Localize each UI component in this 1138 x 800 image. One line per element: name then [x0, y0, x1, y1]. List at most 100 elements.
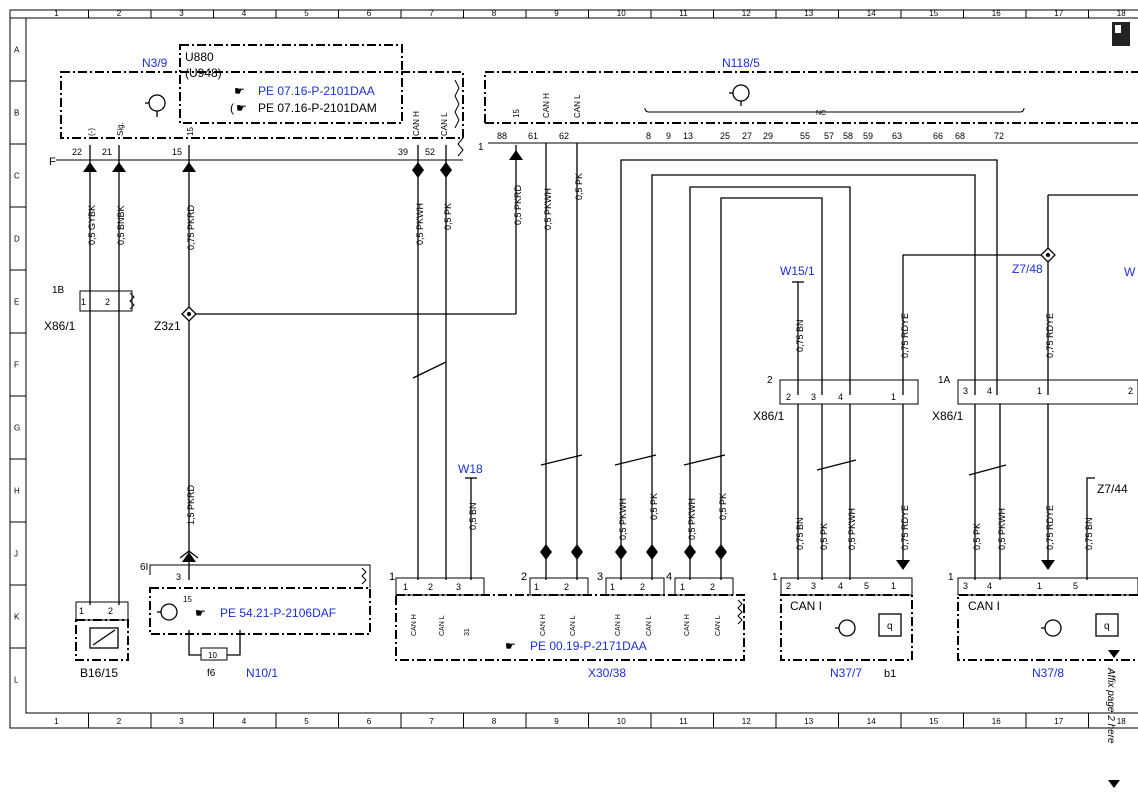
pin-number: 72 [994, 131, 1004, 141]
pin-label: CAN H [412, 111, 421, 136]
pin-number: 3 [963, 581, 968, 591]
x30-38-label: X30/38 [588, 666, 626, 680]
wire-label: 0,75 BN [1084, 517, 1094, 550]
n37-7-label: N37/7 [830, 666, 862, 680]
pin-number: 5 [1073, 581, 1078, 591]
pin-label: 31 [464, 628, 471, 636]
grid-column-label: 6 [367, 717, 372, 726]
w15-1-ground: W15/1 0,75 BN [780, 264, 815, 395]
wire-label: 0,5 BN [468, 502, 478, 530]
grid-column-label: 5 [304, 717, 309, 726]
grid-column-label: 13 [804, 717, 813, 726]
pin-label: CAN L [439, 615, 446, 636]
n10-1-label: N10/1 [246, 666, 278, 680]
grid-column-label: 11 [679, 9, 688, 18]
pin-label: CAN L [573, 94, 582, 118]
pin-label: CAN H [684, 614, 691, 636]
n3-9-can-wires: 0,5 PKWH 0,5 PK 0,5 PKRD [412, 145, 523, 580]
grid-row-label: D [14, 235, 20, 244]
pin-number: 39 [398, 147, 408, 157]
x86-1-mid-connector: 2 2 3 4 1 X86/1 0,75 BN 0,5 PK 0,5 PKWH … [753, 375, 919, 580]
q-label: q [1104, 621, 1110, 632]
wire-label: 0,5 PK [972, 523, 982, 550]
pin-number: 15 [172, 147, 182, 157]
wire-label: 0,5 PKWH [997, 508, 1007, 550]
pin-number: 63 [892, 131, 902, 141]
q-label: q [887, 621, 893, 632]
affix-note: Affix page 2 here [1105, 650, 1120, 788]
pin-f-label: F [49, 156, 56, 168]
wire-label: 0,5 PKWH [543, 188, 553, 230]
grid-row-label: A [14, 46, 20, 55]
pin-number: 2 [105, 297, 110, 307]
pin-number: 4 [987, 386, 992, 396]
z7-44-label: Z7/44 [1097, 482, 1128, 496]
grid-column-label: 5 [304, 9, 309, 18]
pin-label: CAN H [542, 93, 551, 118]
u948-label: (U948) [185, 66, 222, 80]
pin-number: 4 [987, 581, 992, 591]
pin-number: 62 [559, 131, 569, 141]
page-corner-icon [1112, 22, 1130, 46]
z7-48-label: Z7/48 [1012, 262, 1043, 276]
pin-number: 5 [864, 581, 869, 591]
grid-row-label: G [14, 424, 20, 433]
grid-column-label: 2 [117, 717, 122, 726]
grid-column-label: 8 [492, 717, 497, 726]
grid-column-label: 15 [929, 9, 938, 18]
pin-number: 88 [497, 131, 507, 141]
pin-number: 2 [428, 582, 433, 592]
pin-number: 68 [955, 131, 965, 141]
grid-column-label: 16 [992, 9, 1001, 18]
pin-number: 58 [843, 131, 853, 141]
group-number: 1 [389, 571, 395, 583]
pin-number: 2 [1128, 386, 1133, 396]
pin-label: 15 [183, 595, 192, 604]
pin-side-label: 1 [478, 142, 484, 153]
pin-number: 1 [534, 582, 539, 592]
hand-icon: ☛ [234, 84, 245, 98]
pin-number: 13 [683, 131, 693, 141]
hand-icon: ☛ [505, 639, 516, 653]
grid-column-label: 14 [867, 9, 876, 18]
group-number: 2 [521, 571, 527, 583]
pin-number: 27 [742, 131, 752, 141]
z7-48-node: Z7/48 W 0,75 RDYE 0,75 RDYE [900, 194, 1138, 395]
w-cut-label: W [1124, 265, 1136, 279]
z3z1-node: 0,75 PKRD Z3z1 1,5 PKRD [154, 145, 516, 580]
pin-label: CAN H [411, 614, 418, 636]
hand-icon: ☛ [236, 101, 247, 115]
grid-column-label: 14 [867, 717, 876, 726]
n10-1-module: 6I 3 15 ☛ PE 54.21-P-2106DAF 10 f6 N10/1 [140, 562, 371, 680]
pin-number: 1 [610, 582, 615, 592]
pin-number: 55 [800, 131, 810, 141]
pin-label: CAN L [570, 615, 577, 636]
ref-2101daa: PE 07.16-P-2101DAA [258, 84, 375, 98]
pin-number: 2 [108, 606, 113, 616]
pin-number: 2 [786, 581, 791, 591]
pin-number: 1 [403, 582, 408, 592]
pin-number: 61 [528, 131, 538, 141]
can-i-label: CAN I [968, 599, 1000, 613]
pin-number: 57 [824, 131, 834, 141]
x86-1-right-label: X86/1 [932, 409, 964, 423]
b16-15-label: B16/15 [80, 666, 118, 680]
pin-number: 25 [720, 131, 730, 141]
pin-number: 4 [838, 392, 843, 402]
grid-row-label: K [14, 613, 20, 622]
paren-open: ( [230, 101, 234, 115]
pin-label: CAN L [715, 615, 722, 636]
pin-label: CAN L [646, 615, 653, 636]
grid-column-label: 3 [179, 9, 184, 18]
wire-label: 0,5 PK [574, 173, 584, 200]
pin-number: 2 [564, 582, 569, 592]
grid-column-label: 18 [1117, 9, 1126, 18]
pin-label: 1A [938, 375, 951, 386]
grid-column-label: 8 [492, 9, 497, 18]
wire-label: 0,5 GYBK [87, 205, 97, 245]
w15-1-label: W15/1 [780, 264, 815, 278]
grid-row-label: E [14, 298, 19, 307]
